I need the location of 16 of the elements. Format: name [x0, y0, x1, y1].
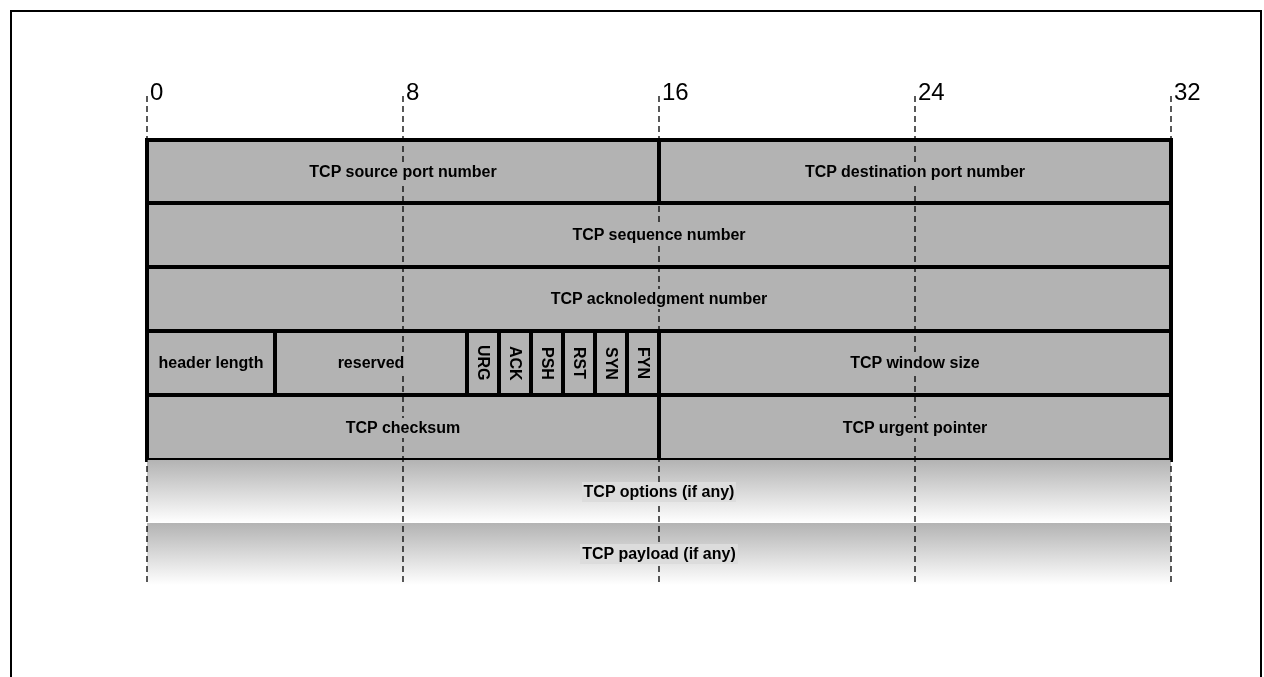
field-label: reserved — [335, 353, 407, 373]
field-label: TCP options (if any) — [581, 481, 737, 502]
field-label: TCP acknoledgment number — [548, 289, 770, 309]
field-label: TCP checksum — [343, 417, 463, 438]
field-label: header length — [156, 353, 266, 373]
field-label: TCP payload (if any) — [580, 544, 738, 564]
field-label: TCP sequence number — [570, 225, 748, 245]
field-band — [147, 460, 1171, 523]
bit-number: 0 — [150, 78, 164, 106]
field-label: TCP window size — [848, 353, 982, 373]
field-band — [147, 523, 1171, 585]
bit-number: 24 — [918, 78, 945, 106]
field-label: TCP urgent pointer — [840, 417, 990, 438]
bit-number: 8 — [406, 78, 420, 106]
bit-number: 32 — [1174, 78, 1201, 106]
bit-number: 16 — [662, 78, 689, 106]
